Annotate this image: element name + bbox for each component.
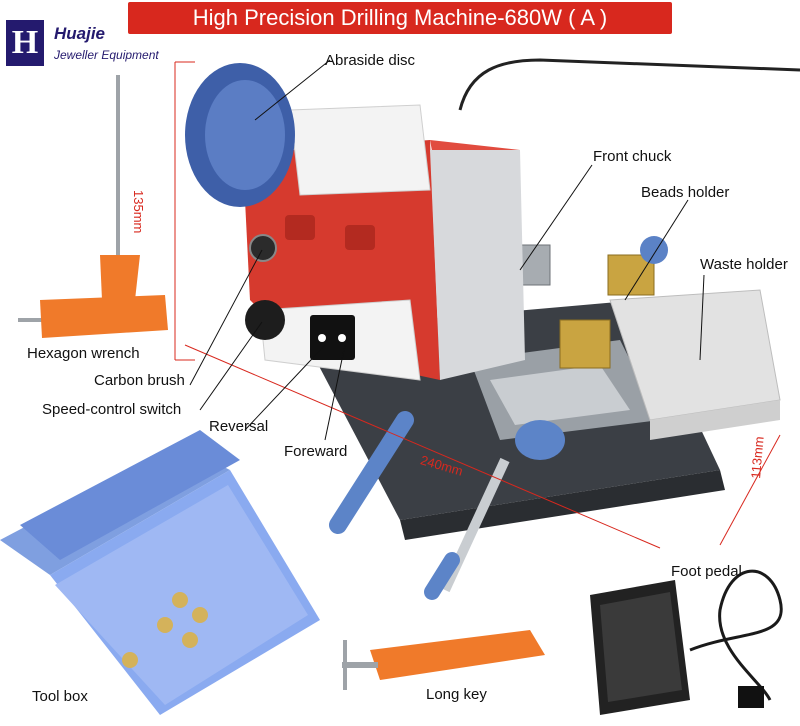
brand-logo-letter: H: [11, 24, 39, 61]
label-waste-holder: Waste holder: [700, 256, 788, 273]
dimension-length-line: [184, 344, 661, 549]
adjust-wheel: [515, 420, 565, 460]
hexagon-wrench-handle: [40, 295, 168, 338]
handle-left: [329, 411, 414, 534]
power-cord: [458, 58, 800, 111]
brand-logo: [6, 20, 44, 66]
label-speed-control-switch: Speed-control switch: [42, 401, 182, 418]
label-front-chuck: Front chuck: [593, 148, 672, 165]
label-beads-holder: Beads holder: [641, 184, 730, 201]
plug: [738, 686, 764, 708]
label-carbon-brush: Carbon brush: [94, 372, 185, 389]
label-long-key: Long key: [426, 686, 487, 703]
dimension-depth-line: [719, 434, 781, 546]
speed-control-knob: [245, 300, 285, 340]
label-foreward: Foreward: [284, 443, 348, 460]
label-tool-box: Tool box: [32, 688, 88, 705]
long-key-handle: [370, 630, 545, 680]
foot-pedal-cord: [689, 569, 783, 701]
label-reversal: Reversal: [209, 418, 269, 435]
brand-tagline: Jeweller Equipment: [54, 48, 159, 62]
page-title: High Precision Drilling Machine-680W ( A…: [192, 5, 608, 30]
motor-side-panel: [430, 150, 525, 380]
brand-name: Huajie: [54, 24, 106, 43]
beads-holder-lower: [559, 319, 611, 369]
label-foot-pedal: Foot pedal: [671, 563, 742, 580]
label-abraside-disc: Abraside disc: [325, 52, 416, 69]
beads-holder-knob: [640, 236, 668, 264]
dimension-height: 135mm: [131, 190, 146, 234]
spec-label-panel: [289, 104, 431, 196]
label-hexagon-wrench: Hexagon wrench: [27, 345, 140, 362]
carbon-brush-cap: [249, 234, 277, 262]
title-banner: High Precision Drilling Machine-680W ( A…: [128, 2, 672, 34]
